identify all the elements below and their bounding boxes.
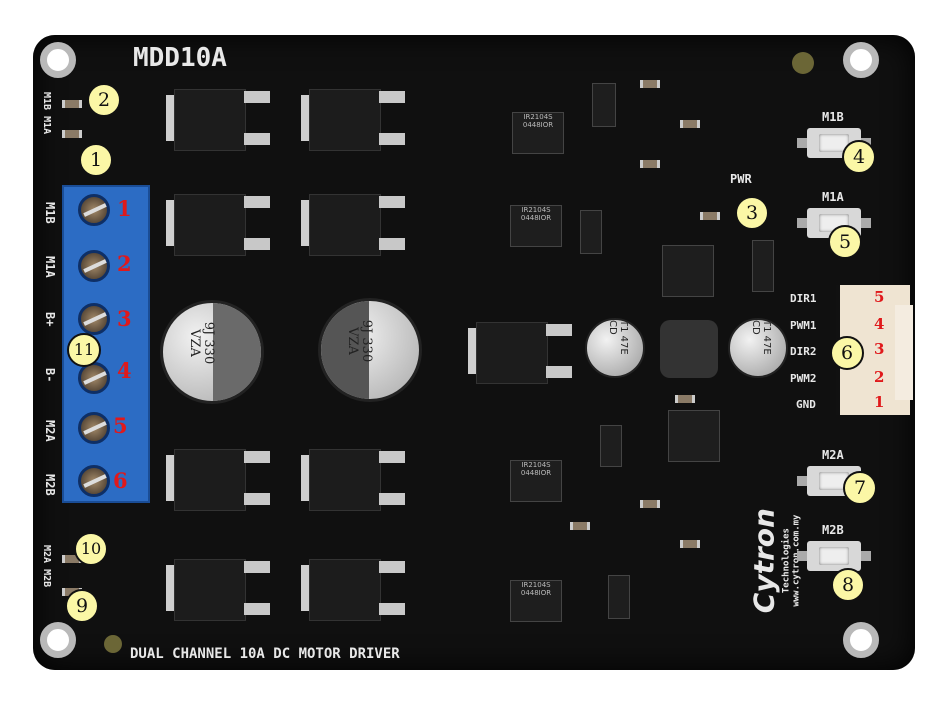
cytron-logo: Cytron Technologies www.cytron.com.my xyxy=(747,486,802,636)
smd-component xyxy=(680,540,700,548)
smd-component xyxy=(640,80,660,88)
callout-5: 5 xyxy=(828,225,862,259)
capacitor-marking: 9J 330 VZA xyxy=(187,321,216,365)
mosfet xyxy=(160,85,272,155)
mounting-hole xyxy=(40,622,76,658)
mosfet xyxy=(295,85,407,155)
mosfet xyxy=(295,190,407,260)
led-m1b xyxy=(62,100,82,108)
callout-9: 9 xyxy=(65,589,99,623)
callout-8: 8 xyxy=(831,568,865,602)
connector-label: GND xyxy=(796,398,816,411)
connector-latch xyxy=(895,305,913,400)
connector-number: 3 xyxy=(874,340,885,358)
led-label-m2: M2A M2B xyxy=(41,545,52,588)
pwr-label: PWR xyxy=(730,172,752,186)
electrolytic-capacitor: 9J 330 VZA xyxy=(160,300,264,404)
connector-number: 1 xyxy=(874,393,885,411)
connector-number: 2 xyxy=(874,368,885,386)
board-bottom-text: DUAL CHANNEL 10A DC MOTOR DRIVER xyxy=(130,646,400,662)
connector-label: DIR2 xyxy=(790,345,817,358)
capacitor-marking: 9J 330 VZA xyxy=(345,319,374,363)
connector-label: PWM1 xyxy=(790,319,817,332)
mounting-hole xyxy=(40,42,76,78)
diode xyxy=(600,425,622,467)
callout-6: 6 xyxy=(830,336,864,370)
terminal-label: B+ xyxy=(43,312,57,327)
diode xyxy=(608,575,630,619)
diode xyxy=(752,240,774,292)
fiducial xyxy=(792,52,814,74)
led-label-m1: M1B M1A xyxy=(41,92,52,135)
terminal-screw[interactable] xyxy=(78,303,110,335)
callout-2: 2 xyxy=(87,83,121,117)
smd-component xyxy=(680,120,700,128)
terminal-screw[interactable] xyxy=(78,465,110,497)
smd-component xyxy=(675,395,695,403)
capacitor-marking: T1 47E CD xyxy=(607,320,629,355)
callout-4: 4 xyxy=(842,140,876,174)
m2b-test-button[interactable] xyxy=(797,541,871,571)
logo-name: Cytron xyxy=(747,508,781,614)
terminal-label: M1A xyxy=(43,256,57,278)
driver-ic: IR2104S 0448IOR xyxy=(510,460,562,502)
mosfet xyxy=(295,445,407,515)
inductor xyxy=(660,320,718,378)
electrolytic-capacitor: 9J 330 VZA xyxy=(318,298,422,402)
driver-ic: IR2104S 0448IOR xyxy=(510,580,562,622)
terminal-label: M1B xyxy=(43,202,57,224)
diode xyxy=(580,210,602,254)
callout-3: 3 xyxy=(735,196,769,230)
terminal-number: 1 xyxy=(117,196,132,221)
terminal-number: 5 xyxy=(113,413,128,438)
mounting-hole xyxy=(843,42,879,78)
ic xyxy=(662,245,714,297)
terminal-label: M2A xyxy=(43,420,57,442)
smd-component xyxy=(570,522,590,530)
terminal-screw[interactable] xyxy=(78,194,110,226)
connector-number: 5 xyxy=(874,288,885,306)
connector-number: 4 xyxy=(874,315,885,333)
button-label: M1B xyxy=(822,110,844,124)
led-m1a xyxy=(62,130,82,138)
connector-label: DIR1 xyxy=(790,292,817,305)
fiducial xyxy=(104,635,122,653)
board-title: MDD10A xyxy=(133,43,227,73)
smd-component xyxy=(640,500,660,508)
mounting-hole xyxy=(843,622,879,658)
terminal-screw[interactable] xyxy=(78,250,110,282)
callout-10: 10 xyxy=(74,532,108,566)
logo-sub: Technologies xyxy=(781,528,791,594)
diode xyxy=(592,83,616,127)
button-label: M1A xyxy=(822,190,844,204)
terminal-label: M2B xyxy=(43,474,57,496)
regulator xyxy=(462,318,574,388)
driver-ic: IR2104S 0448IOR xyxy=(510,205,562,247)
smd-component xyxy=(640,160,660,168)
callout-1: 1 xyxy=(79,143,113,177)
terminal-number: 2 xyxy=(117,251,132,276)
callout-11: 11 xyxy=(67,333,101,367)
mosfet xyxy=(160,555,272,625)
connector-label: PWM2 xyxy=(790,372,817,385)
button-label: M2B xyxy=(822,523,844,537)
driver-ic: IR2104S 0448IOR xyxy=(512,112,564,154)
mosfet xyxy=(160,190,272,260)
ic xyxy=(668,410,720,462)
terminal-screw[interactable] xyxy=(78,412,110,444)
terminal-label: B- xyxy=(43,368,57,383)
mosfet xyxy=(295,555,407,625)
callout-7: 7 xyxy=(843,471,877,505)
button-label: M2A xyxy=(822,448,844,462)
capacitor-marking: T1 47E CD xyxy=(750,320,772,355)
mosfet xyxy=(160,445,272,515)
smd-component xyxy=(700,212,720,220)
small-capacitor: T1 47E CD xyxy=(585,318,645,378)
terminal-number: 4 xyxy=(117,358,132,383)
small-capacitor: T1 47E CD xyxy=(728,318,788,378)
terminal-number: 3 xyxy=(117,306,132,331)
terminal-number: 6 xyxy=(113,468,128,493)
